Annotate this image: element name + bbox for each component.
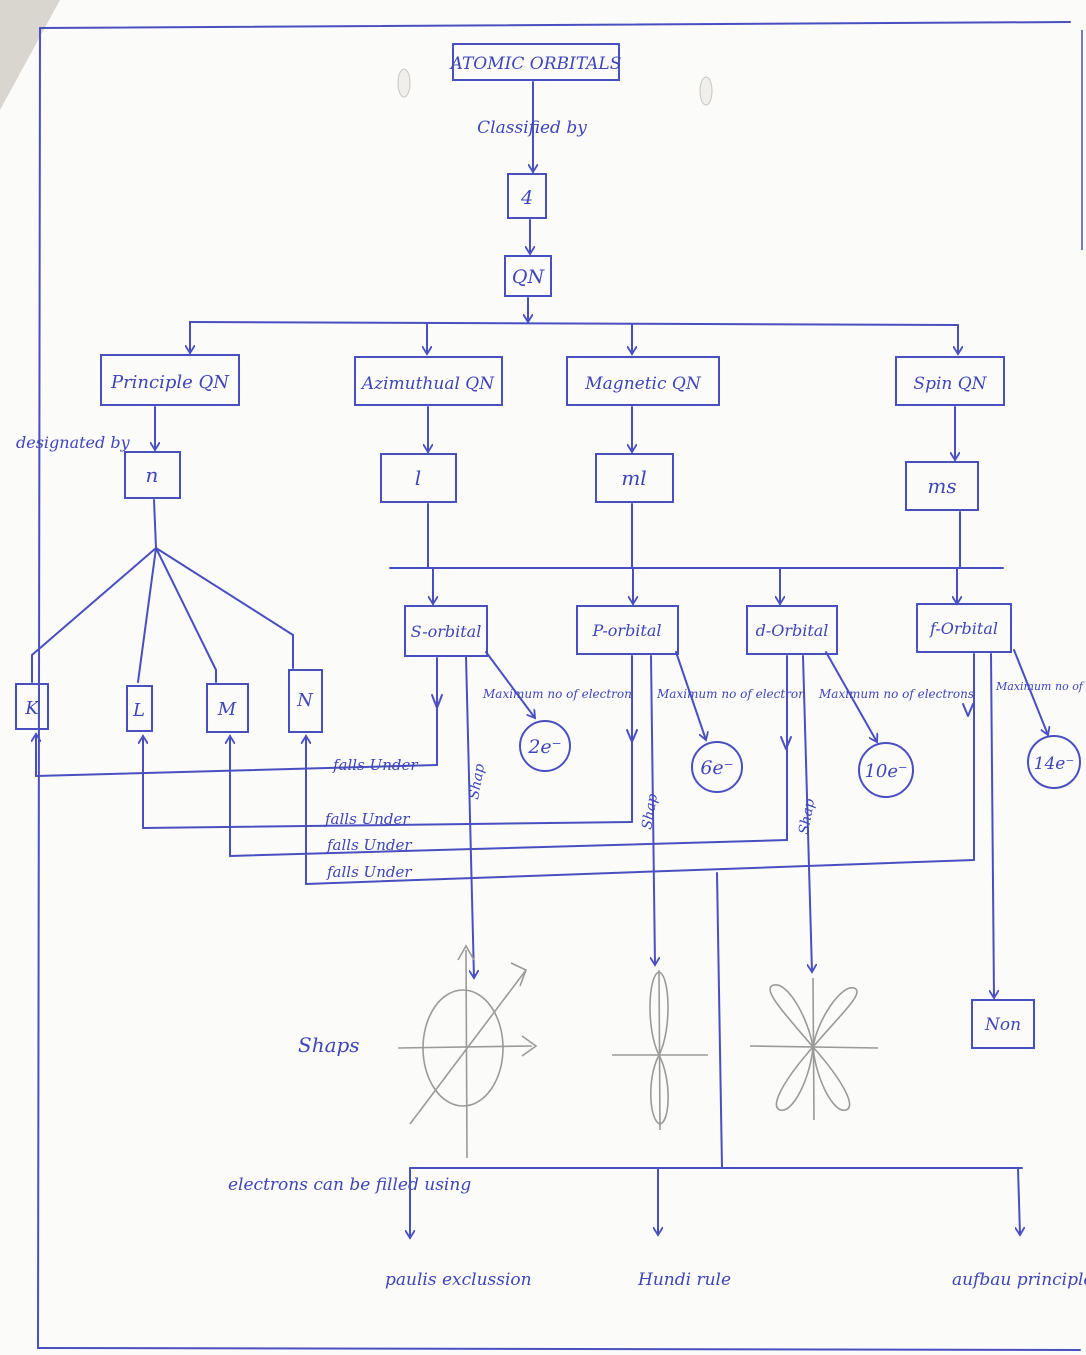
d-orbital-shape [749,977,879,1121]
s-orbital-shape [397,944,538,1159]
f-max-circle [1027,735,1081,789]
falls-under-p [143,655,633,829]
shell-m: M [217,699,237,720]
shell-k-box [15,683,49,730]
s-orbital-box [404,605,488,657]
title-box [452,43,620,81]
d-max-circle [858,742,914,798]
falls-under-p-label: falls Under [324,810,410,828]
tick-s [431,694,443,709]
electrons-filled-label: electrons can be filled using [228,1175,471,1195]
count-box [507,173,547,219]
f-orbital-label: f-Orbital [929,619,998,638]
arrow-d-to-max [825,651,877,742]
rule-hund: Hundi rule [637,1270,731,1290]
l-symbol: l [415,466,421,490]
s-orbital-label: S-orbital [411,622,482,641]
shell-l: L [132,700,145,721]
spin-qn-label: Spin QN [913,374,987,394]
rule-pauli: paulis exclussion [385,1270,532,1290]
d-shap-label: Shap [796,798,818,836]
s-max-value: 2e⁻ [527,736,561,758]
p-orbital-shape [612,969,708,1131]
arrow-f-to-max [1013,649,1048,735]
falls-under-s [36,657,438,777]
ml-symbol: ml [621,466,646,490]
shell-n-box [288,669,323,733]
title-text: ATOMIC ORBITALS [449,54,622,74]
principle-qn-box [100,354,240,406]
d-max-label: Maximum no of electrons [818,687,974,701]
d-orbital-label: d-Orbital [756,621,829,640]
s-shap-label: Shap [466,763,488,801]
tick-f [962,703,974,717]
designated-by-label: designated by [16,433,131,452]
n-fan-lines [31,499,294,683]
tick-d [780,736,792,750]
azimuthal-qn-box [354,356,503,406]
f-max-value: 14e⁻ [1034,754,1075,774]
principle-qn-label: Principle QN [110,372,230,393]
arrow-p-shape [651,655,655,965]
p-shap-label: Shap [639,793,661,831]
ml-box [595,453,674,503]
arrow-to-aufbau [1018,1167,1020,1235]
shell-n: N [296,690,314,711]
qn-text: QN [512,266,546,288]
rule-aufbau: aufbau principle [952,1270,1086,1290]
p-orbital-box [576,605,679,655]
arrow-d-shape [802,655,812,972]
f-orbital-box [916,603,1012,653]
n-box [124,451,181,499]
s-max-circle [519,720,571,772]
falls-under-d-label: falls Under [326,836,412,854]
d-max-value: 10e⁻ [864,761,907,782]
n-symbol: n [146,463,159,487]
shell-k: K [24,698,40,719]
l-box [380,453,457,503]
arrow-p-to-max [675,651,706,740]
falls-under-f-label: falls Under [326,863,412,881]
tick-p [626,729,638,743]
p-max-label: Maximum no of electron [656,687,806,701]
magnetic-qn-box [566,356,720,406]
d-orbital-box [746,605,838,655]
count-text: 4 [520,187,533,209]
arrow-s-shape [465,655,474,978]
falls-under-s-label: falls Under [332,756,418,774]
arrow-s-to-max [485,651,535,718]
shaps-label: Shaps [298,1033,360,1057]
p-orbital-label: P-orbital [591,621,661,640]
shell-m-box [206,683,249,733]
classified-by-label: Classified by [477,118,587,138]
non-label: Non [984,1015,1021,1035]
falls-under-f [306,653,975,885]
non-box [971,999,1035,1049]
ms-symbol: ms [927,474,956,498]
p-max-value: 6e⁻ [700,757,733,779]
connector-to-rules [716,872,723,1169]
s-max-label: Maximum no of electron [482,687,632,701]
qn-box [504,255,552,297]
azimuthal-qn-label: Azimuthual QN [360,374,495,394]
f-max-label: Maximum no of electrons [995,680,1086,693]
ms-box [905,461,979,511]
punch-holes [397,68,713,106]
arrow-f-shape [991,653,994,998]
shell-l-box [126,685,153,732]
magnetic-qn-label: Magnetic QN [584,374,702,394]
qn-branch-line [189,321,959,326]
p-max-circle [691,741,743,793]
spin-qn-box [895,356,1005,406]
